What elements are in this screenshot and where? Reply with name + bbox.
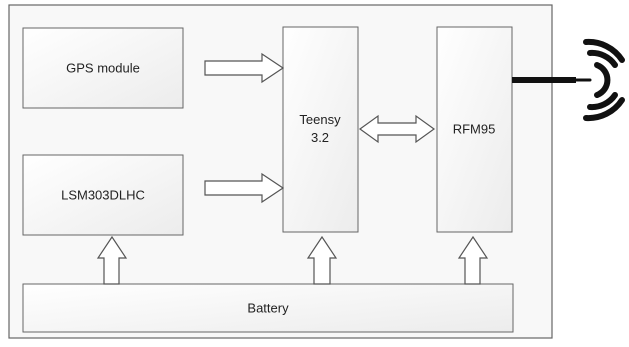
imu-to-teensy-arrow	[204, 172, 285, 204]
wireless-signal-icon	[583, 38, 625, 122]
teensy-label-line2: 3.2	[310, 130, 330, 145]
battery-to-teensy-arrow	[306, 235, 338, 285]
gps-module-block	[22, 27, 184, 109]
teensy-block	[282, 26, 359, 233]
teensy-label: Teensy 3.2	[299, 111, 340, 147]
battery-to-imu-arrow	[96, 235, 128, 285]
battery-label: Battery	[247, 300, 289, 316]
gps-to-teensy-arrow	[204, 52, 285, 84]
lsm303dlhc-label: LSM303DLHC	[61, 187, 145, 203]
battery-to-rfm95-arrow	[457, 235, 489, 285]
lsm303dlhc-block	[22, 154, 184, 236]
rfm95-block	[436, 26, 513, 233]
gps-module-label: GPS module	[66, 60, 140, 76]
teensy-label-line1: Teensy	[299, 112, 341, 127]
rfm95-label: RFM95	[452, 121, 496, 137]
battery-block	[22, 283, 514, 333]
teensy-rfm95-bidirectional-arrow	[358, 114, 436, 144]
